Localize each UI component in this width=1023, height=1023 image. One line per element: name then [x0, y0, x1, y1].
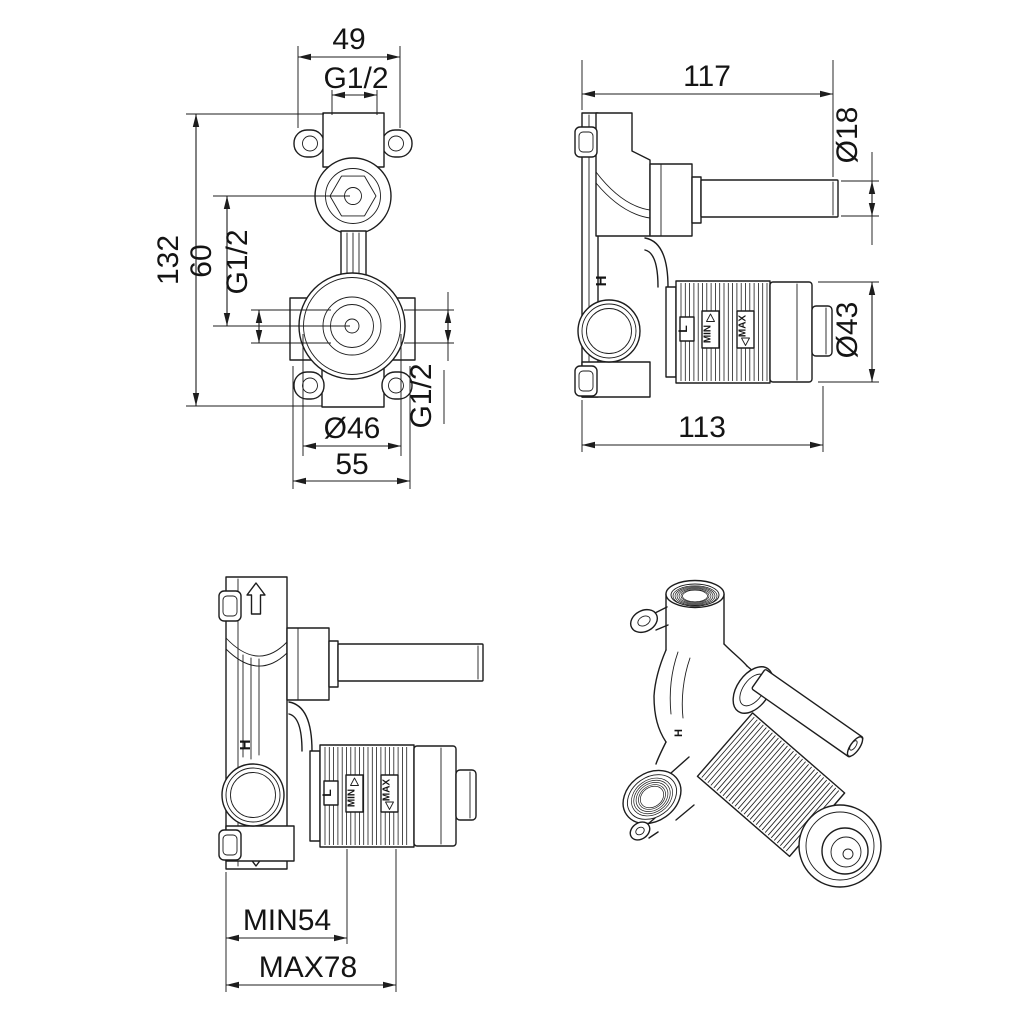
- max-arrow-icon: [385, 801, 394, 810]
- max-label-plate: [380, 774, 399, 813]
- pipe-elbow: [644, 237, 669, 288]
- dim-label-113: 113: [678, 411, 726, 444]
- top-threaded-port: [665, 579, 725, 651]
- mounting-ear: [381, 371, 413, 400]
- screw-hole: [302, 377, 318, 394]
- max-label: MAX: [738, 315, 749, 338]
- dim-label-g12-back: G1/2: [221, 229, 254, 294]
- mounting-clip: [218, 829, 242, 861]
- dim-label-g12-top: G1/2: [323, 62, 388, 95]
- dim-label-max78: MAX78: [259, 951, 357, 984]
- cold-label-plate: [323, 780, 339, 806]
- inlet-port: [577, 299, 641, 363]
- mounting-ear: [629, 817, 659, 841]
- screw-hole: [388, 377, 404, 394]
- screw-hole: [302, 135, 318, 152]
- mounting-ear: [629, 606, 669, 634]
- front-view: 49 G1/2 132 60 G1/2: [152, 23, 454, 489]
- side-threaded-port: [622, 756, 695, 825]
- cold-label-plate: [679, 316, 695, 342]
- pipe-elbow: [288, 701, 313, 752]
- cartridge-cap: [413, 745, 457, 847]
- dimension-total-height: 132: [152, 113, 324, 407]
- min-label-plate: [345, 774, 364, 813]
- min-arrow-icon: [706, 313, 715, 322]
- cartridge-cap: [798, 804, 882, 888]
- dimension-max-depth: MAX78: [226, 849, 397, 992]
- dim-label-55: 55: [335, 448, 368, 481]
- min-label-plate: [701, 310, 720, 349]
- dim-label-d18: Ø18: [831, 107, 864, 164]
- upper-housing: [595, 112, 651, 237]
- mounting-clip: [574, 126, 598, 158]
- mounting-ear: [381, 129, 413, 158]
- dim-label-d46: Ø46: [324, 412, 381, 445]
- dim-label-132: 132: [152, 235, 185, 285]
- dimension-lever-diameter: Ø18: [831, 107, 879, 245]
- dimension-body-diameter: Ø46: [302, 334, 402, 456]
- lever-hub: [286, 627, 330, 701]
- isometric-view: H: [622, 579, 882, 888]
- dim-label-g12-side: G1/2: [405, 363, 438, 428]
- cold-label: L: [320, 789, 334, 796]
- lever-hub: [649, 163, 693, 237]
- dim-label-min54: MIN54: [243, 904, 331, 937]
- lever-step: [691, 176, 702, 224]
- dim-label-49: 49: [332, 23, 365, 56]
- mounting-clip: [574, 365, 598, 397]
- mounting-ear: [293, 129, 325, 158]
- cartridge-stem: [811, 305, 833, 357]
- dimension-cartridge-diameter: Ø43: [818, 281, 879, 383]
- lever-shaft: [751, 669, 864, 758]
- dimension-body-width: 55: [292, 366, 411, 489]
- dimension-total-depth: 117: [581, 60, 834, 177]
- min-arrow-icon: [350, 777, 359, 786]
- installation-depth-view: L MIN MAX H MIN54 MAX78: [218, 576, 484, 992]
- lever-shaft: [700, 179, 839, 218]
- cartridge-flange: [309, 750, 321, 842]
- dim-label-d43: Ø43: [831, 302, 864, 359]
- dim-label-60: 60: [185, 244, 218, 277]
- cartridge-flange: [665, 286, 677, 378]
- dimension-side-thread: G1/2: [404, 292, 454, 429]
- hot-label: H: [237, 740, 254, 751]
- inlet-port: [221, 763, 285, 827]
- dim-label-117: 117: [683, 60, 731, 93]
- dimension-top-thread: G1/2: [323, 62, 389, 115]
- hot-label: H: [593, 276, 610, 287]
- dimension-back-thread: G1/2: [221, 229, 331, 344]
- lever-step: [328, 640, 339, 688]
- cold-label: L: [676, 325, 690, 332]
- dimension-port-spacing: 60: [185, 196, 231, 326]
- dimension-min-depth: MIN54: [225, 849, 348, 992]
- min-label: MIN: [703, 325, 714, 343]
- cartridge-stem: [455, 769, 477, 821]
- lever-shaft: [337, 643, 484, 682]
- dimension-body-depth: 113: [581, 386, 824, 452]
- cartridge-cap: [769, 281, 813, 383]
- valve-body: [653, 643, 759, 765]
- flow-up-arrow-icon: [246, 582, 266, 615]
- mounting-clip: [218, 590, 242, 622]
- max-arrow-icon: [741, 337, 750, 346]
- side-view: L MIN MAX H 117 Ø18 Ø43: [574, 60, 879, 452]
- max-label-plate: [736, 310, 755, 349]
- min-label: MIN: [347, 789, 358, 807]
- screw-hole: [388, 135, 404, 152]
- mounting-ear: [293, 371, 325, 400]
- dimension-top-width: 49: [297, 23, 401, 128]
- hot-label: H: [673, 729, 685, 737]
- max-label: MAX: [382, 779, 393, 802]
